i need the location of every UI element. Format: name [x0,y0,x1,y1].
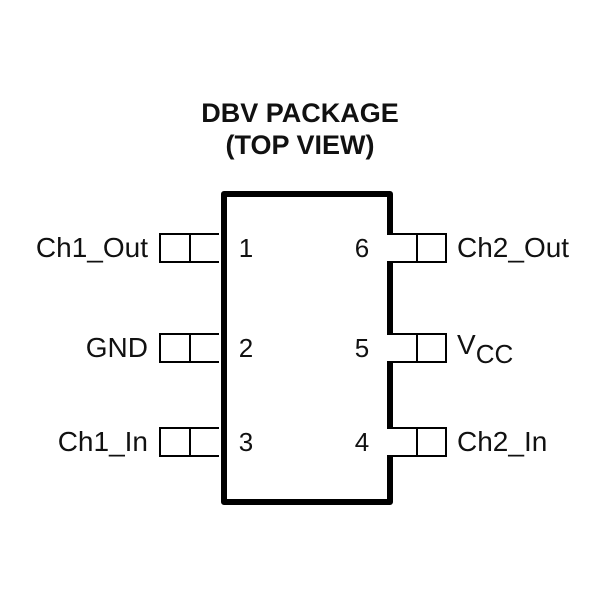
pin-5-label-subscript: CC [475,339,514,369]
pin-5-lead [387,333,447,363]
pin-2-lead [159,333,219,363]
pin-1-number: 1 [238,233,254,263]
pin-5-number: 5 [354,333,370,363]
pin-4-lead [387,427,447,457]
pin-6-label: Ch2_Out [457,232,570,263]
pin-3-lead [159,427,219,457]
pin-6-number: 6 [354,233,370,263]
pin-5-label: VCC [457,329,513,370]
pin-4-label: Ch2_In [457,426,548,457]
ic-package-body [221,191,393,505]
pin-6-lead [387,233,447,263]
view-subtitle: (TOP VIEW) [225,130,375,160]
package-title: DBV PACKAGE [201,98,399,128]
pin-1-label: Ch1_Out [35,232,148,263]
pin-2-label: GND [85,332,148,363]
pin-1-lead [159,233,219,263]
pin-3-label: Ch1_In [57,426,148,457]
pin-3-number: 3 [238,427,254,457]
pin-2-number: 2 [238,333,254,363]
pin-5-label-main: V [457,329,476,360]
pin-4-number: 4 [354,427,370,457]
